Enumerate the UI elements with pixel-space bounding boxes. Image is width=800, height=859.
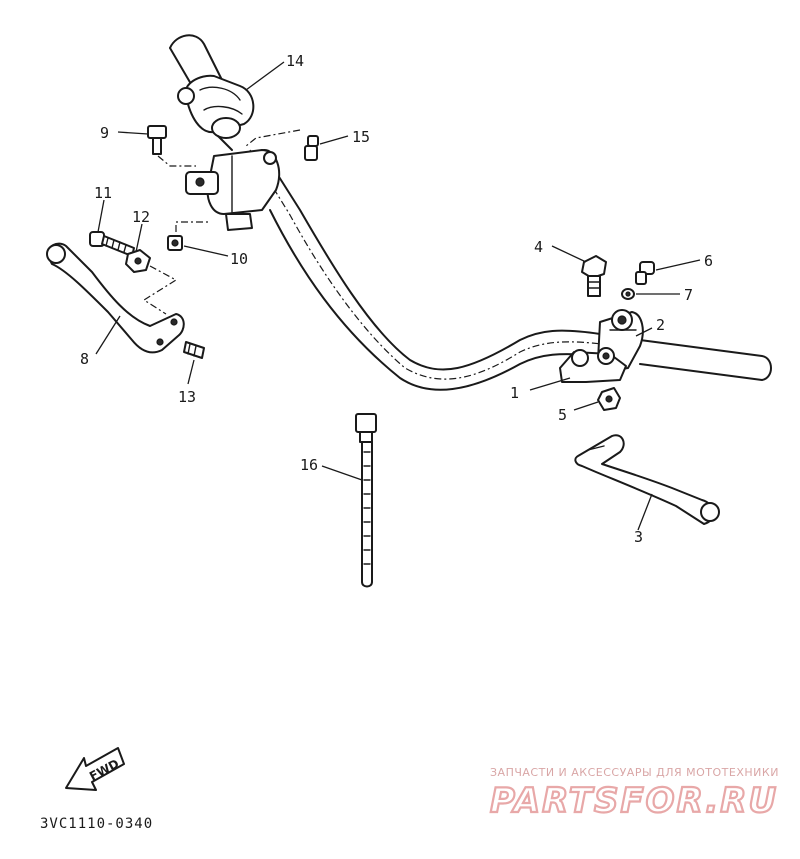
callout-10: 10: [230, 250, 248, 268]
leader-lines: [95, 61, 701, 531]
callout-3: 3: [634, 528, 643, 546]
watermark: ЗАПЧАСТИ И АКСЕССУАРЫ ДЛЯ МОТОТЕХНИКИ PA…: [489, 766, 779, 822]
callout-13: 13: [178, 388, 196, 406]
callout-7: 7: [684, 286, 693, 304]
lever-holder-right: [559, 309, 644, 383]
bolt-11: [89, 231, 135, 257]
nut-12: [125, 249, 151, 273]
callout-2: 2: [656, 316, 665, 334]
fwd-arrow: FWD: [65, 747, 125, 791]
callout-16: 16: [300, 456, 318, 474]
callout-15: 15: [352, 128, 370, 146]
lever-holder-left: [185, 148, 281, 231]
callout-11: 11: [94, 184, 112, 202]
screw-15: [245, 129, 319, 161]
callout-6: 6: [704, 252, 713, 270]
callout-1: 1: [510, 384, 519, 402]
switch-assembly: [177, 74, 255, 151]
callout-8: 8: [80, 350, 89, 368]
callout-14: 14: [286, 52, 304, 70]
watermark-brand: PARTSFOR.RU: [490, 781, 778, 821]
screw-6: [635, 261, 655, 285]
watermark-tagline: ЗАПЧАСТИ И АКСЕССУАРЫ ДЛЯ МОТОТЕХНИКИ: [490, 766, 779, 779]
callout-12: 12: [132, 208, 150, 226]
clutch-lever: [46, 242, 185, 354]
cable-tie: [355, 413, 377, 588]
callout-4: 4: [534, 238, 543, 256]
washer-7: [621, 288, 635, 300]
nut-10: [167, 221, 208, 251]
callout-5: 5: [558, 406, 567, 424]
nut-5: [597, 387, 621, 411]
callouts: 1 2 3 4 5 6 7 8 9 10 11 12 13 14 15 16: [80, 52, 713, 546]
callout-9: 9: [100, 124, 109, 142]
diagram-code: 3VC1110-0340: [40, 816, 153, 832]
screw-13: [183, 341, 205, 359]
bolt-4: [581, 255, 607, 297]
bolt-9: [147, 125, 196, 167]
handlebar: [169, 34, 772, 391]
brake-lever: [574, 434, 720, 525]
